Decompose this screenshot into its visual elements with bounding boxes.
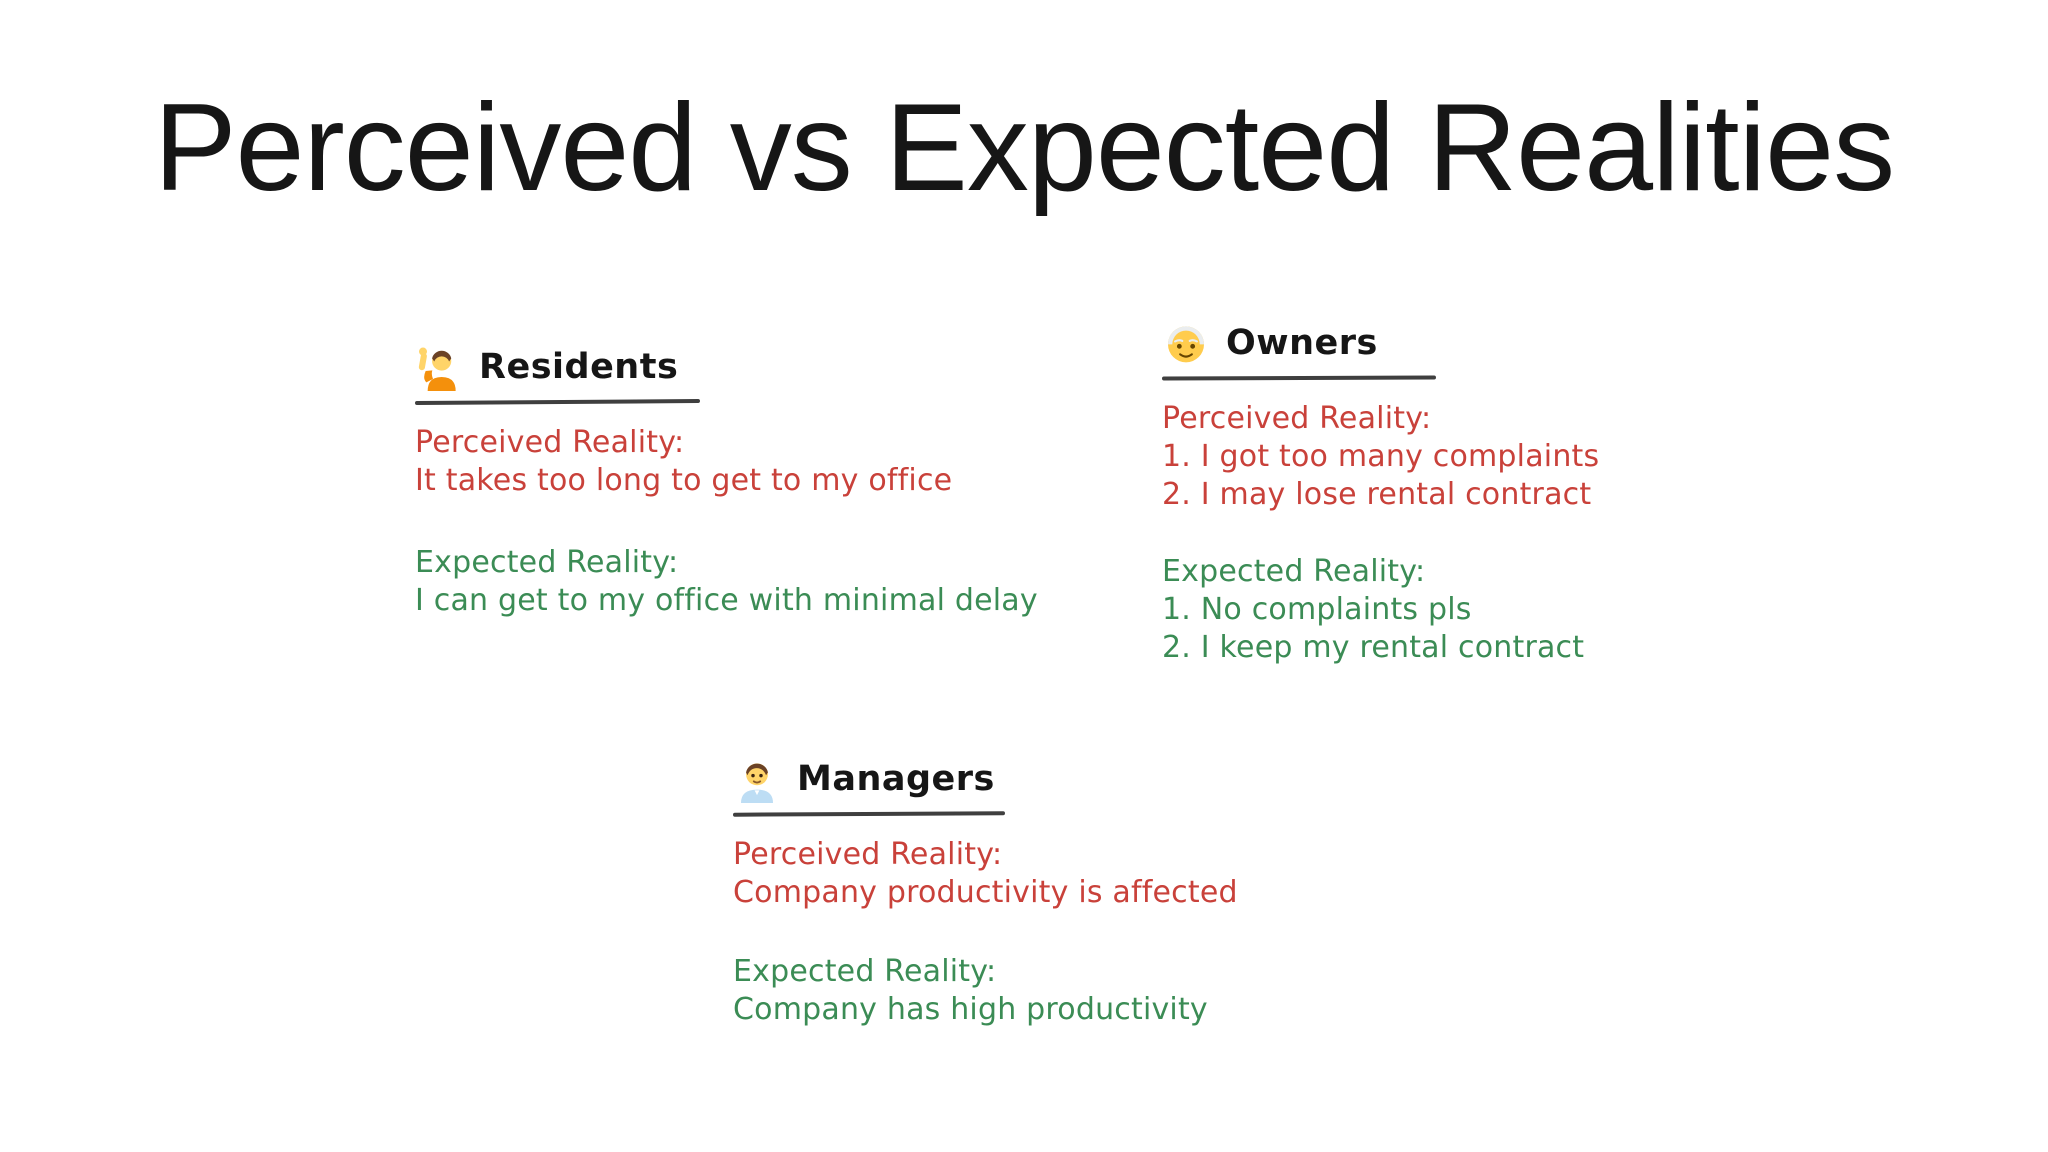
expected-line: 2. I keep my rental contract xyxy=(1162,630,1585,665)
managers-underline xyxy=(732,811,1006,817)
perceived-line: It takes too long to get to my office xyxy=(415,463,953,498)
perceived-heading: Perceived Reality: xyxy=(733,837,1003,872)
expected-line: 1. No complaints pls xyxy=(1162,592,1472,627)
managers-header: Managers xyxy=(733,752,1238,806)
older-person-icon xyxy=(1162,319,1210,367)
perceived-line: 1. I got too many complaints xyxy=(1162,439,1600,474)
residents-perceived-block: Perceived Reality: It takes too long to … xyxy=(415,424,1038,500)
residents-header: Residents xyxy=(415,340,1038,394)
expected-heading: Expected Reality: xyxy=(415,545,679,580)
expected-heading: Expected Reality: xyxy=(733,954,997,989)
managers-perceived-block: Perceived Reality: Company productivity … xyxy=(733,836,1238,912)
person-raising-hand-icon xyxy=(415,343,463,391)
owners-perceived-block: Perceived Reality: 1. I got too many com… xyxy=(1162,400,1599,514)
perceived-heading: Perceived Reality: xyxy=(1162,401,1432,436)
expected-line: I can get to my office with minimal dela… xyxy=(415,583,1038,618)
owners-underline xyxy=(1161,375,1437,381)
expected-heading: Expected Reality: xyxy=(1162,554,1426,589)
perceived-line: 2. I may lose rental contract xyxy=(1162,477,1592,512)
residents-expected-block: Expected Reality: I can get to my office… xyxy=(415,544,1038,620)
expected-line: Company has high productivity xyxy=(733,992,1208,1027)
residents-underline xyxy=(414,399,701,405)
owners-expected-block: Expected Reality: 1. No complaints pls 2… xyxy=(1162,553,1599,667)
perceived-heading: Perceived Reality: xyxy=(415,425,685,460)
section-residents: Residents Perceived Reality: It takes to… xyxy=(414,340,1038,620)
managers-label: Managers xyxy=(797,759,995,799)
owners-label: Owners xyxy=(1226,323,1378,363)
residents-label: Residents xyxy=(479,347,679,387)
perceived-line: Company productivity is affected xyxy=(733,875,1238,910)
slide-title: Perceived vs Expected Realities xyxy=(153,79,1895,217)
section-managers: Managers Perceived Reality: Company prod… xyxy=(732,752,1238,1029)
managers-expected-block: Expected Reality: Company has high produ… xyxy=(733,953,1238,1029)
owners-header: Owners xyxy=(1162,316,1599,370)
section-owners: Owners Perceived Reality: 1. I got too m… xyxy=(1161,316,1599,667)
man-office-worker-icon xyxy=(733,755,781,803)
